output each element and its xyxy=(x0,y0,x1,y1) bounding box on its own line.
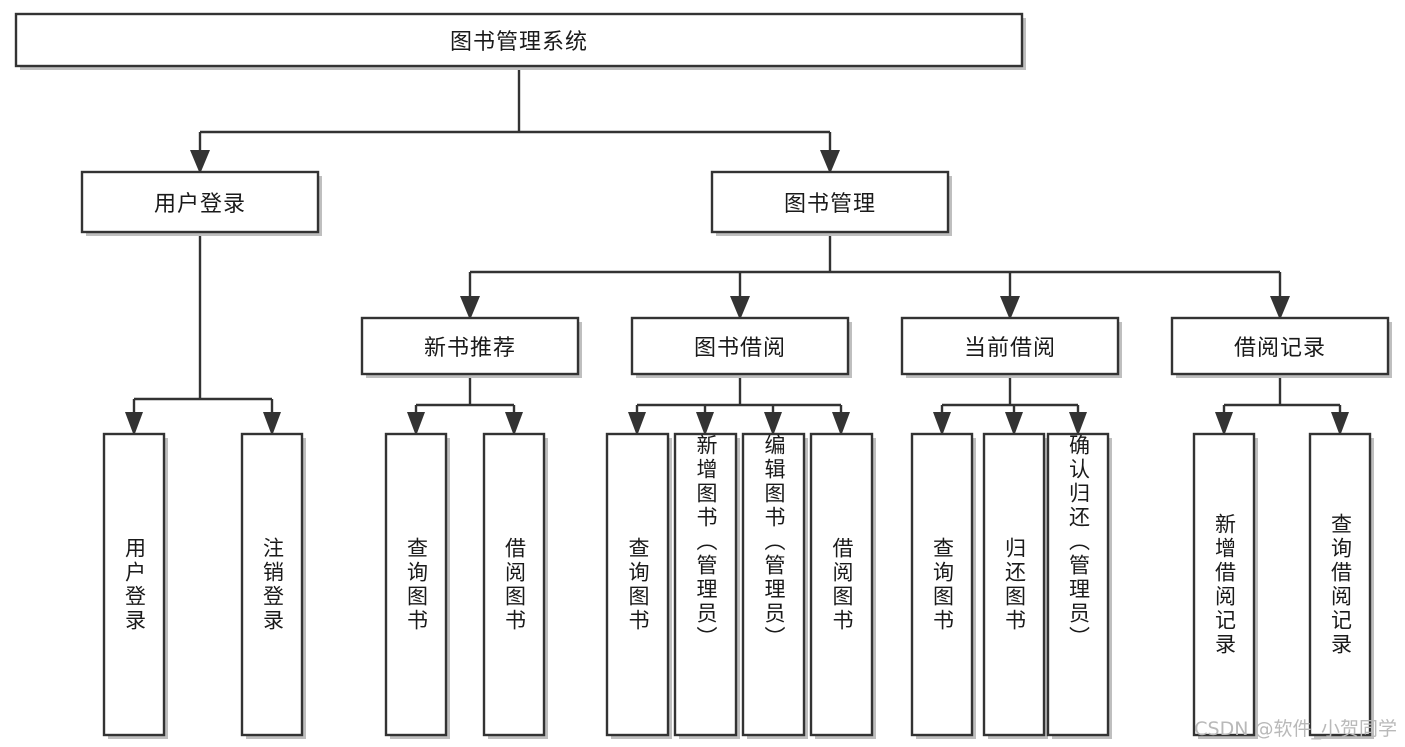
arrowhead-add-record xyxy=(1215,412,1233,436)
node-box-root[interactable] xyxy=(14,12,1024,68)
arrowhead-query-book-3 xyxy=(933,412,951,436)
arrowhead-edit-book xyxy=(764,412,782,436)
arrowhead-user-login xyxy=(190,150,210,174)
node-box-leaf-borrow-book-2[interactable] xyxy=(809,432,874,737)
node-box-current-borrow[interactable] xyxy=(900,316,1120,376)
node-box-leaf-query-book-3[interactable] xyxy=(910,432,974,737)
arrowhead-new-book-rec xyxy=(460,296,480,320)
node-box-leaf-borrow-book-1[interactable] xyxy=(482,432,546,737)
node-box-book-borrow[interactable] xyxy=(630,316,850,376)
node-box-new-book-rec[interactable] xyxy=(360,316,580,376)
node-box-user-login[interactable] xyxy=(80,170,320,234)
arrowhead-add-book xyxy=(696,412,714,436)
arrowheads-layer xyxy=(125,150,1349,436)
node-box-leaf-add-book[interactable] xyxy=(673,432,738,737)
node-box-leaf-query-record[interactable] xyxy=(1308,432,1372,737)
arrowhead-confirm-return xyxy=(1069,412,1087,436)
nodes-layer xyxy=(14,12,1392,739)
arrowhead-book-manage xyxy=(820,150,840,174)
node-box-leaf-logout[interactable] xyxy=(240,432,304,737)
node-box-leaf-user-login[interactable] xyxy=(102,432,166,737)
node-box-leaf-add-record[interactable] xyxy=(1192,432,1256,737)
arrowhead-query-book-1 xyxy=(407,412,425,436)
arrowhead-return-book xyxy=(1005,412,1023,436)
arrowhead-borrow-book-2 xyxy=(832,412,850,436)
arrowhead-current-borrow xyxy=(1000,296,1020,320)
node-box-book-manage[interactable] xyxy=(710,170,950,234)
node-box-borrow-record[interactable] xyxy=(1170,316,1390,376)
node-box-leaf-edit-book[interactable] xyxy=(741,432,806,737)
arrowhead-query-record xyxy=(1331,412,1349,436)
arrowhead-borrow-record xyxy=(1270,296,1290,320)
arrowhead-leaf-logout xyxy=(263,412,281,436)
arrowhead-leaf-user-login xyxy=(125,412,143,436)
node-box-leaf-confirm-return[interactable] xyxy=(1046,432,1110,737)
arrowhead-borrow-book-1 xyxy=(505,412,523,436)
node-box-leaf-query-book-2[interactable] xyxy=(605,432,670,737)
node-box-leaf-query-book-1[interactable] xyxy=(384,432,448,737)
arrowhead-query-book-2 xyxy=(628,412,646,436)
node-box-leaf-return-book[interactable] xyxy=(982,432,1046,737)
arrowhead-book-borrow xyxy=(730,296,750,320)
